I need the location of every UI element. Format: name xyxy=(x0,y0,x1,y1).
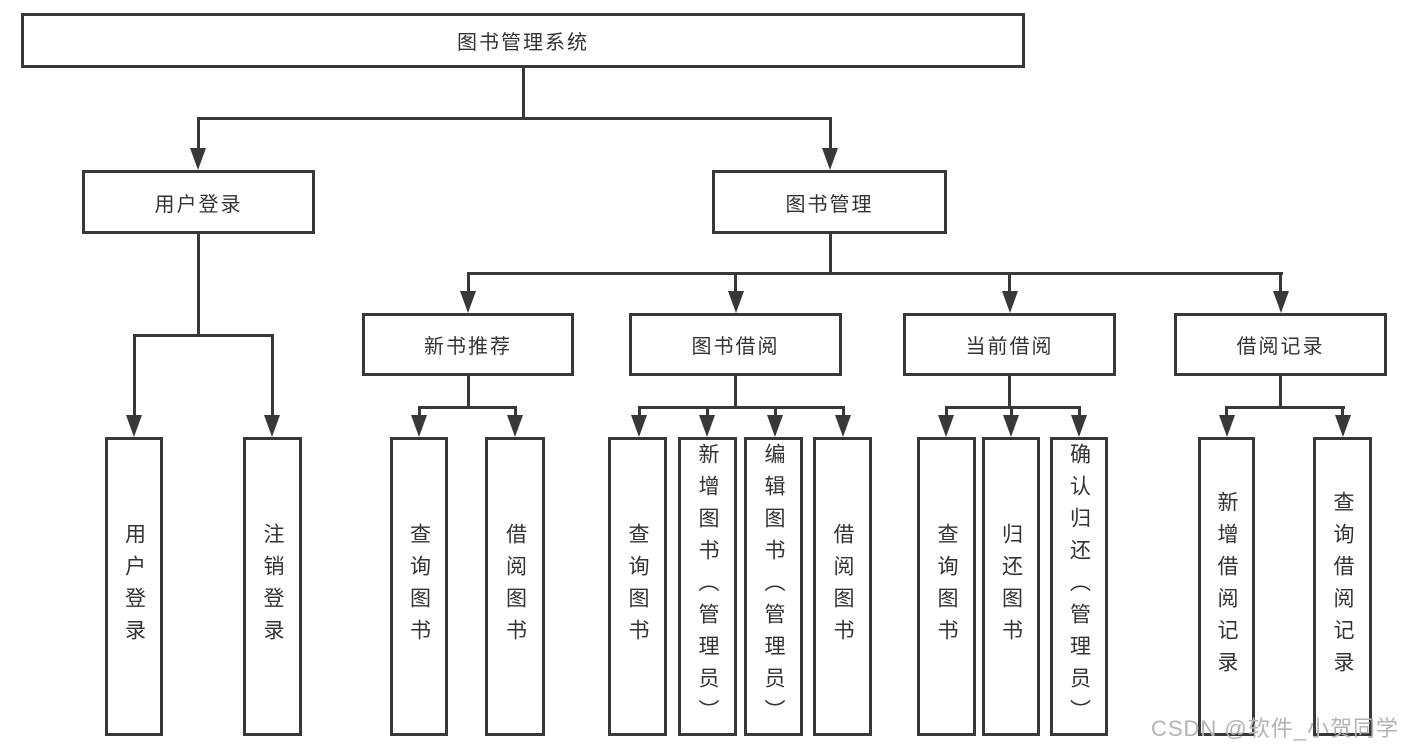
arrow-down-icon xyxy=(507,415,523,437)
connector-line-v xyxy=(829,234,832,274)
node-library-management-system: 图书管理系统 xyxy=(21,13,1025,68)
connector-line-v xyxy=(1078,406,1081,418)
connector-line-v xyxy=(945,406,948,418)
leaf-label: 注销登录 xyxy=(261,522,284,651)
node-book-management: 图书管理 xyxy=(712,170,947,234)
leaf-label: 借阅图书 xyxy=(831,522,854,651)
leaf-label: 查询借阅记录 xyxy=(1331,490,1354,683)
leaf-query-books-current: 查询图书 xyxy=(917,437,976,736)
arrow-down-icon xyxy=(1003,415,1019,437)
connector-line-h xyxy=(1225,406,1345,409)
arrow-down-icon xyxy=(264,415,280,437)
leaf-label: 新增图书（管理员） xyxy=(696,442,719,731)
connector-line-h xyxy=(638,406,845,409)
arrow-down-icon xyxy=(190,148,206,170)
arrow-down-icon xyxy=(1273,291,1289,313)
connector-line-h xyxy=(467,272,1283,275)
connector-line-v xyxy=(467,272,470,293)
connector-line-v xyxy=(467,376,470,408)
connector-line-v xyxy=(1008,376,1011,408)
leaf-label: 查询图书 xyxy=(935,522,958,651)
node-borrowing-records: 借阅记录 xyxy=(1174,313,1387,376)
connector-line-v xyxy=(829,117,832,150)
leaf-user-login: 用户登录 xyxy=(105,437,163,736)
connector-line-v xyxy=(1279,272,1282,293)
connector-line-v xyxy=(1008,272,1011,293)
connector-line-v xyxy=(734,376,737,408)
watermark: CSDN @软件_小贺同学 xyxy=(1150,716,1399,741)
connector-line-v xyxy=(133,334,136,417)
leaf-logout: 注销登录 xyxy=(243,437,302,736)
arrow-down-icon xyxy=(1002,291,1018,313)
connector-line-v xyxy=(514,406,517,418)
connector-line-v xyxy=(418,406,421,418)
arrow-down-icon xyxy=(835,415,851,437)
arrow-down-icon xyxy=(728,291,744,313)
leaf-query-borrow-record: 查询借阅记录 xyxy=(1313,437,1372,736)
node-current-borrowing: 当前借阅 xyxy=(903,313,1116,376)
leaf-label: 查询图书 xyxy=(407,522,431,651)
leaf-query-books-recommend: 查询图书 xyxy=(390,437,448,736)
connector-line-v xyxy=(197,234,200,336)
leaf-label: 新增借阅记录 xyxy=(1215,490,1238,683)
connector-line-v xyxy=(1279,376,1282,408)
connector-line-v xyxy=(774,406,777,418)
leaf-label: 编辑图书（管理员） xyxy=(762,442,785,731)
connector-line-v xyxy=(638,406,641,418)
arrow-down-icon xyxy=(460,291,476,313)
node-book-borrowing: 图书借阅 xyxy=(629,313,842,376)
arrow-down-icon xyxy=(938,415,954,437)
arrow-down-icon xyxy=(126,415,142,437)
connector-line-h xyxy=(133,334,274,337)
leaf-return-book: 归还图书 xyxy=(982,437,1040,736)
connector-line-v xyxy=(706,406,709,418)
connector-line-v xyxy=(1010,406,1013,418)
arrow-down-icon xyxy=(822,148,838,170)
connector-line-v xyxy=(197,117,200,150)
connector-line-h xyxy=(418,406,516,409)
connector-line-v xyxy=(842,406,845,418)
leaf-edit-book-admin: 编辑图书（管理员） xyxy=(744,437,803,736)
node-user-login: 用户登录 xyxy=(82,170,315,234)
leaf-label: 用户登录 xyxy=(122,522,146,651)
leaf-label: 确认归还（管理员） xyxy=(1067,442,1091,731)
connector-line-v xyxy=(1225,406,1228,418)
leaf-add-borrow-record: 新增借阅记录 xyxy=(1198,437,1255,736)
connector-line-v xyxy=(271,334,274,417)
connector-line-v xyxy=(1341,406,1344,418)
arrow-down-icon xyxy=(411,415,427,437)
leaf-label: 查询图书 xyxy=(626,522,649,651)
connector-line-v xyxy=(522,68,525,118)
connector-line-h xyxy=(197,117,832,120)
arrow-down-icon xyxy=(767,415,783,437)
arrow-down-icon xyxy=(699,415,715,437)
arrow-down-icon xyxy=(1219,415,1235,437)
leaf-confirm-return-admin: 确认归还（管理员） xyxy=(1050,437,1108,736)
connector-line-v xyxy=(734,272,737,293)
leaf-label: 归还图书 xyxy=(999,522,1023,651)
leaf-borrow-books-borrowing: 借阅图书 xyxy=(813,437,872,736)
leaf-query-books-borrowing: 查询图书 xyxy=(608,437,667,736)
arrow-down-icon xyxy=(631,415,647,437)
leaf-add-book-admin: 新增图书（管理员） xyxy=(678,437,737,736)
arrow-down-icon xyxy=(1071,415,1087,437)
arrow-down-icon xyxy=(1335,415,1351,437)
connector-line-h xyxy=(945,406,1081,409)
leaf-label: 借阅图书 xyxy=(503,522,527,651)
leaf-borrow-books-recommend: 借阅图书 xyxy=(485,437,545,736)
node-new-book-recommendation: 新书推荐 xyxy=(362,313,574,376)
